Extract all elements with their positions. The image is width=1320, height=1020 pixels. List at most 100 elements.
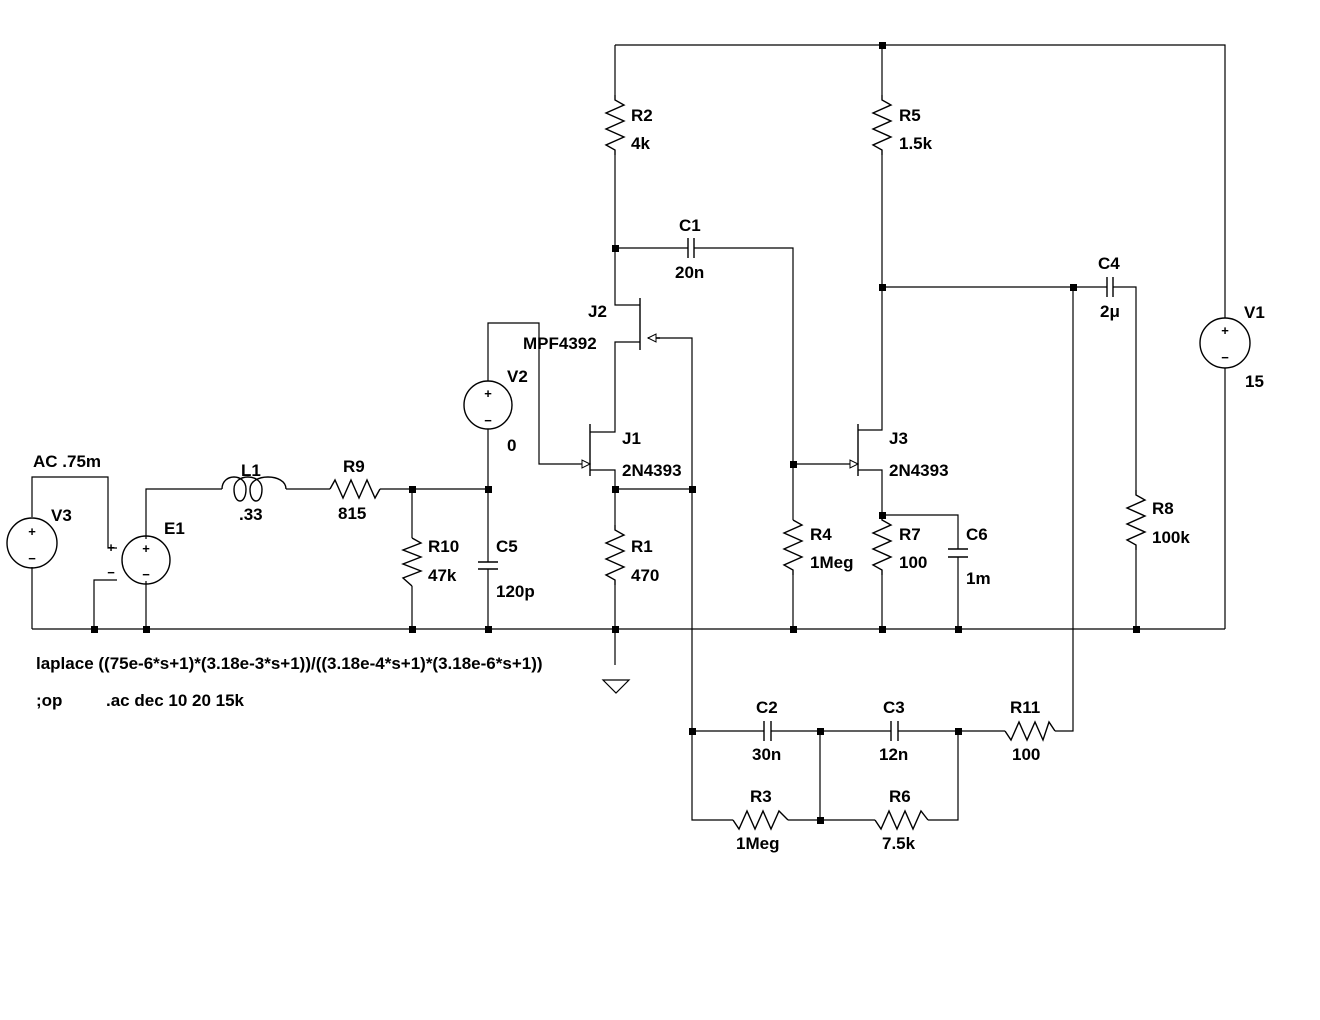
jfet-j3-arrow: [849, 459, 860, 469]
label-j3-name: J3: [889, 429, 908, 448]
junction: [790, 626, 797, 633]
resistor-r5-symbol: [871, 95, 893, 155]
junction: [879, 42, 886, 49]
resistor-r9-symbol: [329, 478, 381, 500]
junction: [1133, 626, 1140, 633]
voltage-sources: + − + − + − + − + −: [6, 317, 1251, 585]
e1-minus-wire: [93, 579, 117, 629]
label-c2-name: C2: [756, 698, 778, 717]
j3-source-wire: [858, 469, 883, 515]
label-r5-name: R5: [899, 106, 921, 125]
voltage-source-v2-symbol: [463, 380, 513, 430]
ac-directive: .ac dec 10 20 15k: [106, 691, 245, 710]
label-c4-name: C4: [1098, 254, 1120, 273]
junction: [409, 486, 416, 493]
jfet-j2-arrow: [646, 333, 657, 343]
label-l1-name: L1: [241, 461, 261, 480]
capacitor-c6-symbol: [948, 548, 968, 558]
resistor-r7-symbol: [871, 515, 893, 575]
label-r3-value: 1Meg: [736, 834, 779, 853]
e1-top-wire: [145, 488, 222, 539]
junction: [1070, 284, 1077, 291]
capacitor-c2-symbol: [763, 721, 772, 741]
junction: [143, 626, 150, 633]
junctions: [91, 42, 1140, 824]
label-r7-name: R7: [899, 525, 921, 544]
spice-directives: laplace ((75e-6*s+1)*(3.18e-3*s+1))/((3.…: [36, 654, 543, 710]
j2-gate-wire: [648, 337, 693, 731]
c6-wire: [882, 514, 959, 549]
e1-input-minus-sign: −: [107, 565, 115, 580]
v1-minus-sign: −: [1221, 350, 1229, 365]
j2-source-wire: [590, 341, 640, 433]
label-c1-name: C1: [679, 216, 701, 235]
label-v3-value: AC .75m: [33, 452, 101, 471]
inductor-l1-symbol: [221, 476, 287, 502]
label-j2-name: J2: [588, 302, 607, 321]
resistor-r2-symbol: [604, 95, 626, 155]
label-r6-value: 7.5k: [882, 834, 916, 853]
r2-bottom-wire: [614, 155, 640, 306]
junction: [485, 486, 492, 493]
j1-source-wire: [590, 469, 616, 525]
r5-bottom-wire: [858, 155, 883, 431]
junction: [689, 486, 696, 493]
label-e1-name: E1: [164, 519, 185, 538]
resistor-r11-symbol: [1004, 720, 1056, 742]
label-r3-name: R3: [750, 787, 772, 806]
label-r11-value: 100: [1012, 745, 1040, 764]
capacitors: [478, 238, 1114, 741]
junction: [485, 626, 492, 633]
label-r10-value: 47k: [428, 566, 457, 585]
label-c5-name: C5: [496, 537, 518, 556]
junction: [409, 626, 416, 633]
label-r7-value: 100: [899, 553, 927, 572]
label-r1-value: 470: [631, 566, 659, 585]
label-c1-value: 20n: [675, 263, 704, 282]
label-c3-value: 12n: [879, 745, 908, 764]
label-r2-value: 4k: [631, 134, 650, 153]
ground-symbol: [601, 679, 631, 694]
label-r1-name: R1: [631, 537, 653, 556]
resistor-r8-symbol: [1125, 490, 1147, 550]
junction: [817, 817, 824, 824]
label-c3-name: C3: [883, 698, 905, 717]
label-r4-name: R4: [810, 525, 832, 544]
label-c5-value: 120p: [496, 582, 535, 601]
e1-plus-sign: +: [142, 541, 150, 556]
label-j1-name: J1: [622, 429, 641, 448]
r3-wire: [691, 731, 733, 821]
component-labels: V1 15 V2 0 AC .75m V3 E1 L1 .33 R9 815 R…: [33, 106, 1265, 853]
vcvs-e1-symbol: [121, 535, 171, 585]
label-r4-value: 1Meg: [810, 553, 853, 572]
junction: [790, 461, 797, 468]
junction: [879, 284, 886, 291]
label-r2-name: R2: [631, 106, 653, 125]
resistor-r10-symbol: [401, 537, 423, 587]
label-r9-value: 815: [338, 504, 366, 523]
label-r10-name: R10: [428, 537, 459, 556]
label-r8-value: 100k: [1152, 528, 1190, 547]
junction: [817, 728, 824, 735]
label-j3-value: 2N4393: [889, 461, 949, 480]
junction: [612, 486, 619, 493]
label-r5-value: 1.5k: [899, 134, 933, 153]
e1-input-plus-sign: +: [107, 540, 115, 555]
junction: [955, 626, 962, 633]
resistors: [329, 95, 1147, 831]
label-c6-value: 1m: [966, 569, 991, 588]
resistor-r1-symbol: [604, 525, 626, 585]
voltage-source-v1-symbol: [1199, 317, 1251, 369]
c4-right-wire: [1113, 286, 1137, 490]
jfet-j2-symbol: [639, 298, 660, 350]
label-r6-name: R6: [889, 787, 911, 806]
junction: [91, 626, 98, 633]
label-r11-name: R11: [1010, 698, 1040, 717]
resistor-r3-symbol: [732, 809, 789, 831]
v1-plus-sign: +: [1221, 323, 1229, 338]
label-v1-name: V1: [1244, 303, 1265, 322]
label-c4-value: 2μ: [1100, 302, 1120, 321]
jfet-j1-arrow: [581, 459, 592, 469]
label-l1-value: .33: [239, 505, 263, 524]
